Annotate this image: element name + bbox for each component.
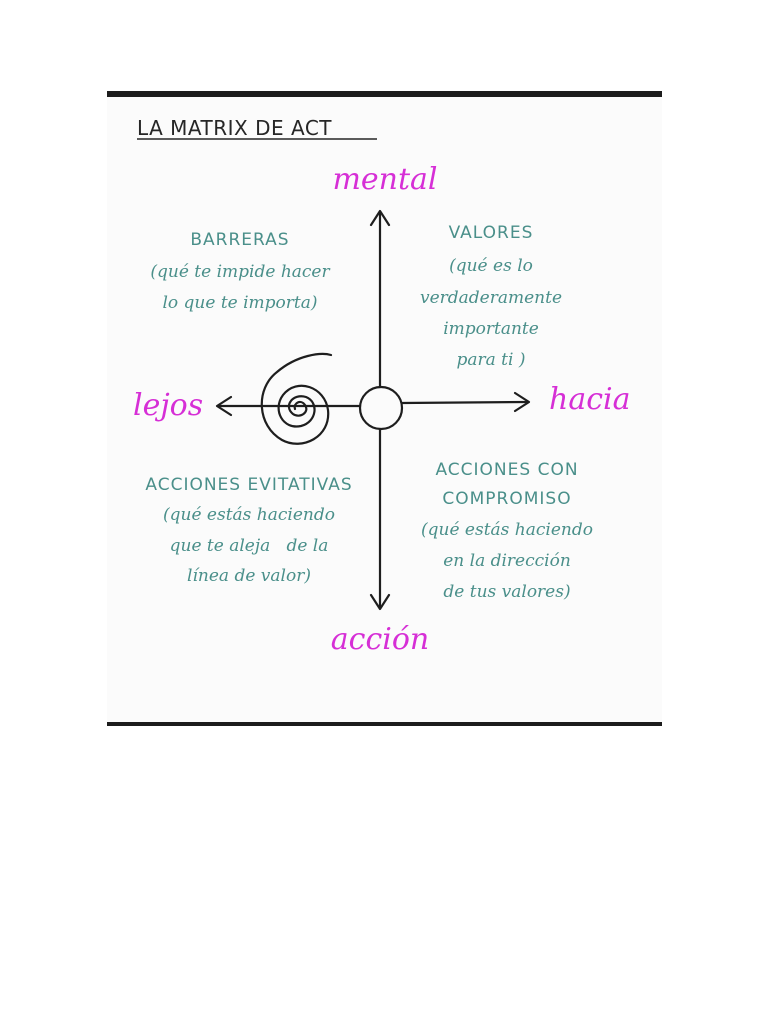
quadrant-heading: VALORES <box>449 223 534 243</box>
quadrant-line: (qué te impide hacer <box>150 262 330 282</box>
axis-label-top: mental <box>332 162 437 197</box>
arrow-right-icon <box>513 391 531 413</box>
quadrant-acciones-con-compromiso: ACCIONES CON COMPROMISO (qué estás hacie… <box>421 460 593 602</box>
spiral-icon <box>260 352 333 445</box>
axis-label-right: hacia <box>549 382 631 417</box>
act-matrix-diagram: LA MATRIX DE ACT mental acción lejos hac… <box>133 116 631 657</box>
bottom-rule <box>107 722 662 726</box>
quadrant-line: de tus valores) <box>443 582 570 602</box>
quadrant-valores: VALORES (qué es lo verdaderamente import… <box>420 223 562 370</box>
horizontal-axis <box>215 391 531 417</box>
quadrant-line: línea de valor) <box>187 566 311 586</box>
quadrant-heading: COMPROMISO <box>442 489 571 509</box>
quadrant-line: (qué estás haciendo <box>163 505 335 525</box>
arrow-up-icon <box>369 209 391 227</box>
diagram-frame <box>107 91 662 725</box>
center-circle <box>358 385 404 431</box>
axis-label-left: lejos <box>133 388 203 423</box>
quadrant-acciones-evitativas: ACCIONES EVITATIVAS (qué estás haciendo … <box>145 475 352 586</box>
vertical-axis <box>369 209 391 611</box>
axis-label-bottom: acción <box>331 622 429 657</box>
diagram-title: LA MATRIX DE ACT <box>137 116 332 140</box>
quadrant-line: en la dirección <box>443 551 571 571</box>
arrow-down-icon <box>369 593 391 611</box>
quadrant-line: para ti ) <box>457 350 526 370</box>
top-rule <box>107 91 662 97</box>
quadrant-line: verdaderamente <box>420 288 562 308</box>
quadrant-line: que te aleja de la <box>170 536 329 556</box>
quadrant-line: lo que te importa) <box>162 293 317 313</box>
arrow-left-icon <box>215 395 233 417</box>
quadrant-line: (qué es lo <box>449 256 533 276</box>
quadrant-barreras: BARRERAS (qué te impide hacer lo que te … <box>150 230 330 313</box>
quadrant-line: (qué estás haciendo <box>421 520 593 540</box>
quadrant-line: importante <box>443 319 539 339</box>
quadrant-heading: BARRERAS <box>190 230 289 250</box>
quadrant-heading: ACCIONES CON <box>435 460 578 480</box>
quadrant-heading: ACCIONES EVITATIVAS <box>145 475 352 495</box>
